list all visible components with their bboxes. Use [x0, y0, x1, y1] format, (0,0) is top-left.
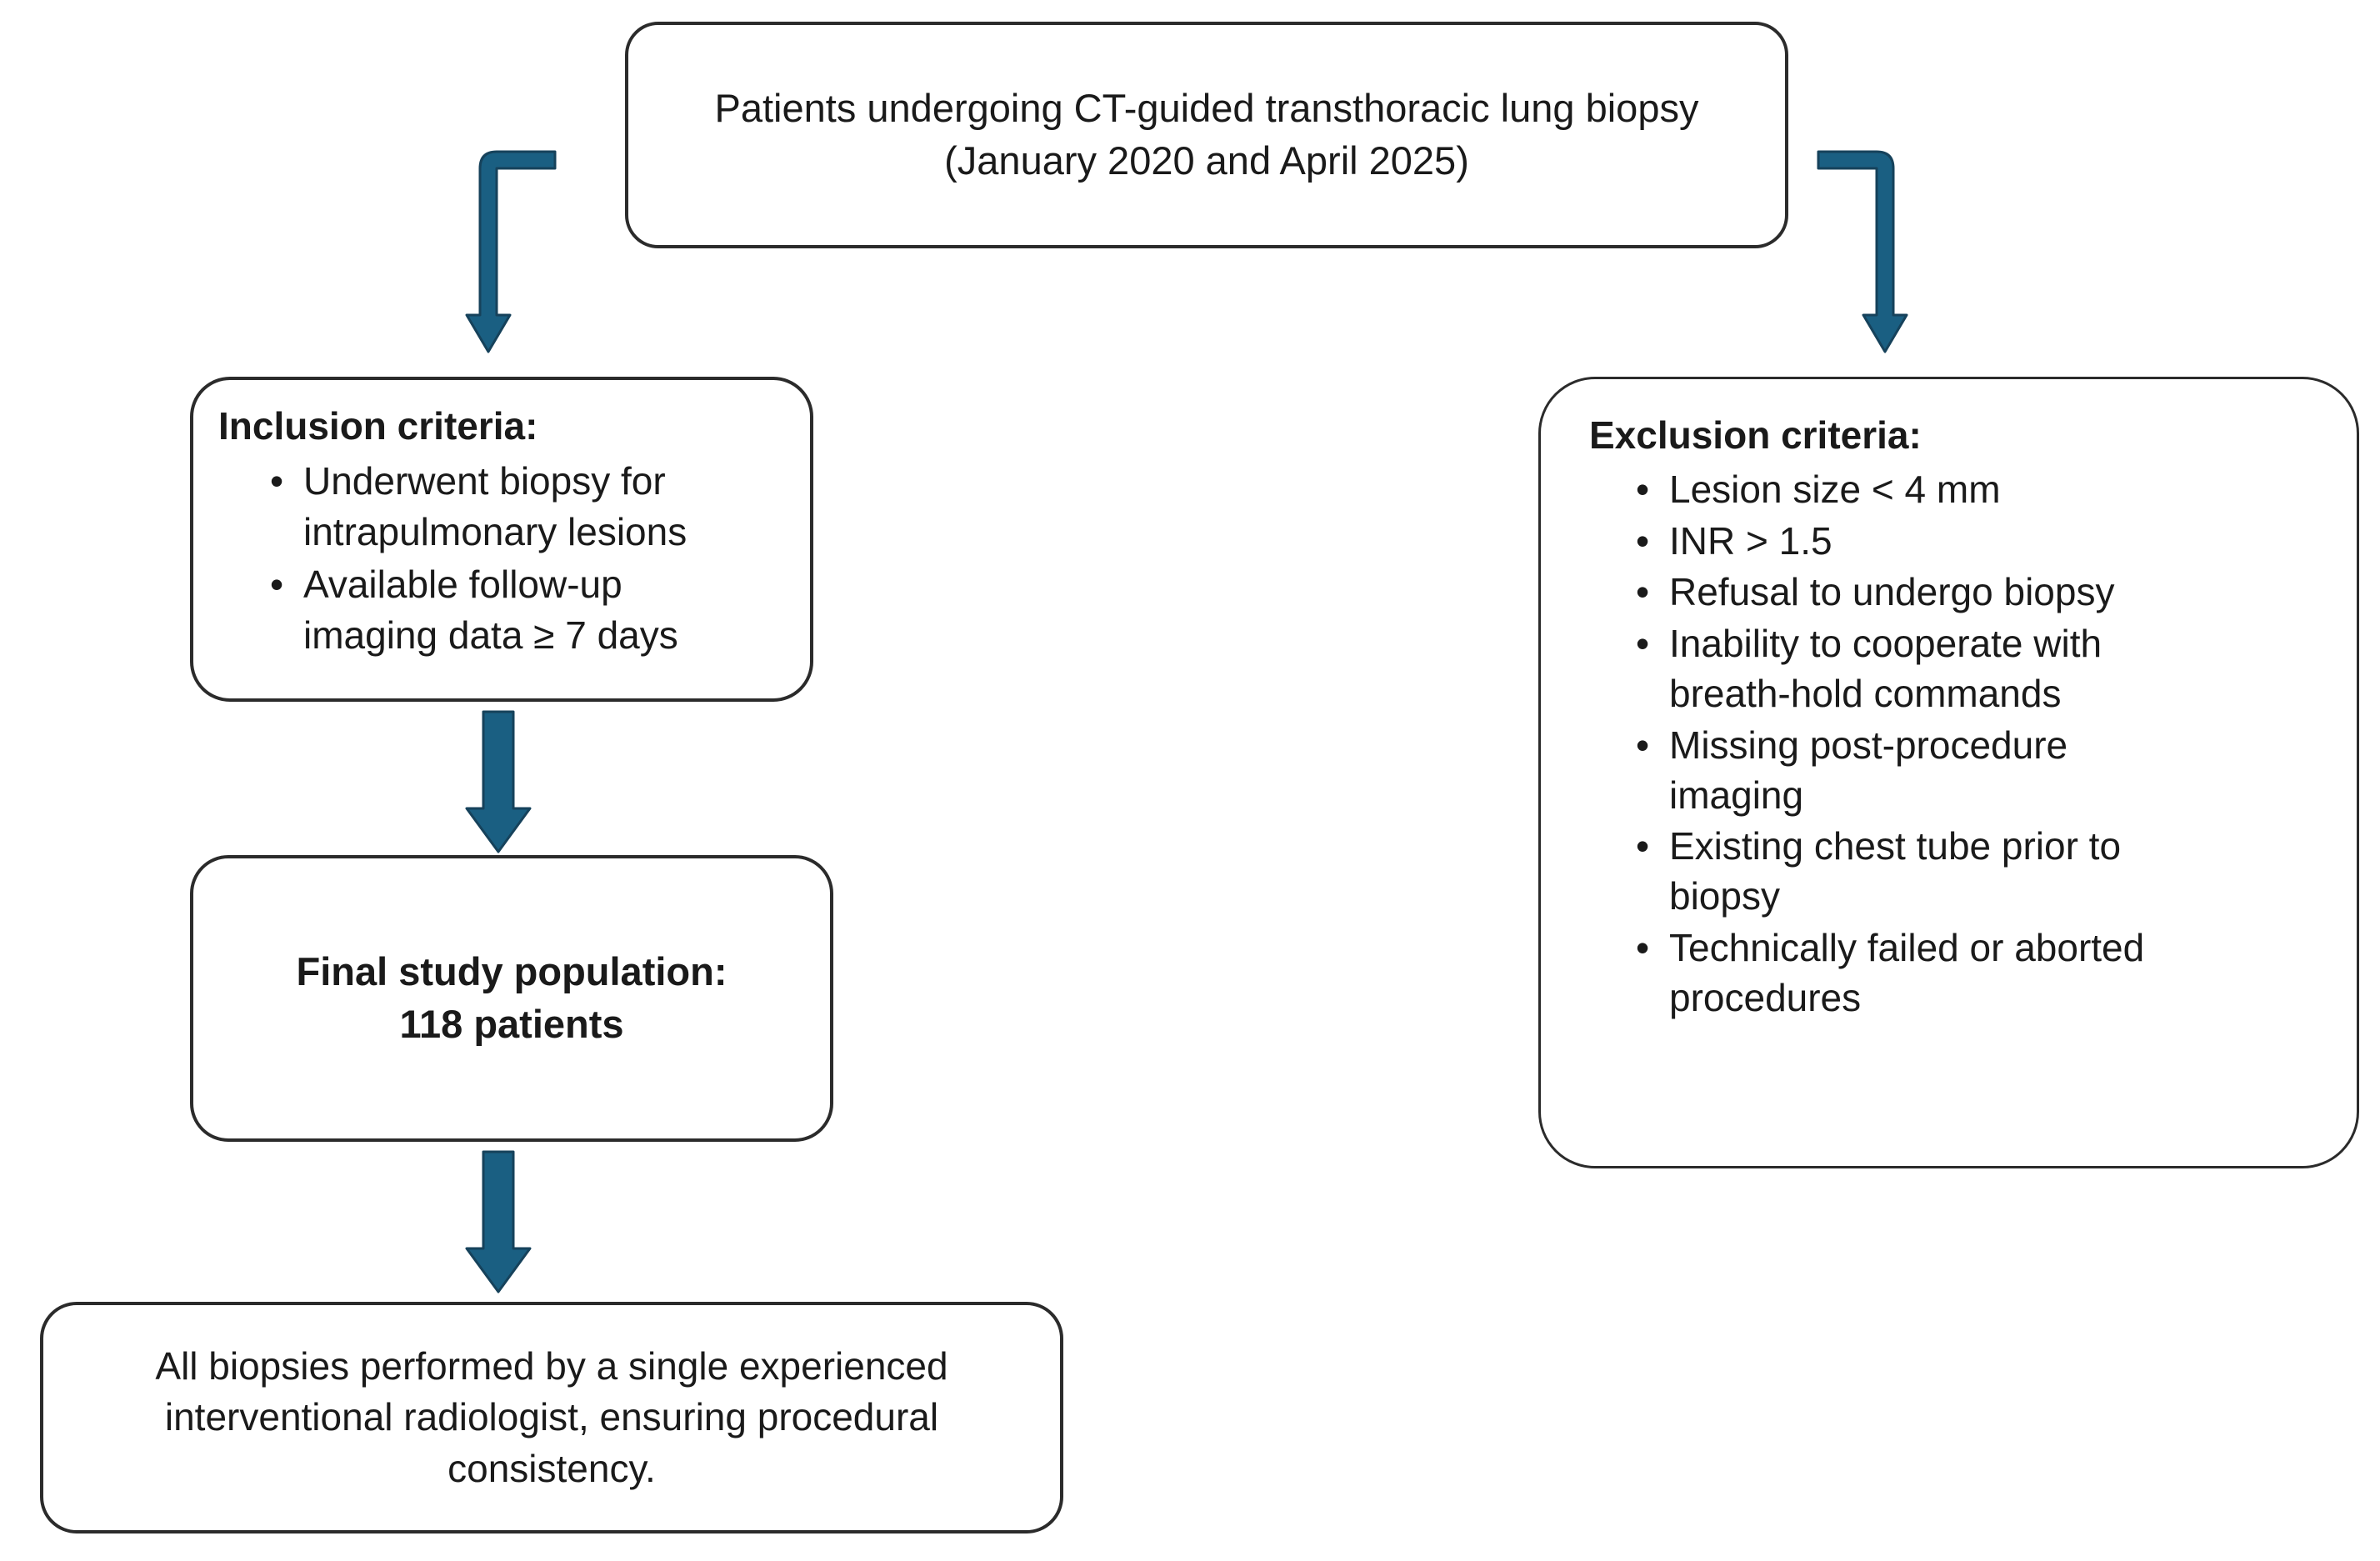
arrow-final-to-note [465, 1150, 565, 1300]
final-population-line-1: Final study population: [296, 949, 728, 994]
bullet-dot-icon: • [1636, 570, 1650, 614]
list-item: • Lesion size < 4 mm [1636, 465, 2335, 515]
arrow-source-to-exclusion [1817, 142, 2002, 383]
exclusion-criteria-heading: Exclusion criteria: [1589, 413, 1922, 457]
final-study-population-box[interactable]: Final study population: 118 patients [190, 855, 833, 1142]
inclusion-criteria-list: • Underwent biopsy for intrapulmonary le… [218, 456, 785, 663]
bullet-dot-icon: • [270, 563, 284, 607]
source-population-line-2: (January 2020 and April 2025) [944, 138, 1469, 183]
bullet-dot-icon: • [270, 458, 284, 503]
list-item-text: Existing chest tube prior to biopsy [1669, 824, 2122, 918]
list-item: • Existing chest tube prior to biopsy [1636, 822, 2335, 922]
inclusion-criteria-heading: Inclusion criteria: [218, 404, 538, 448]
list-item-text: Inability to cooperate with breath-hold … [1669, 622, 2102, 716]
note-line-3: consistency. [448, 1446, 656, 1490]
bullet-dot-icon: • [1636, 926, 1650, 970]
list-item-text: Available follow-up imaging data ≥ 7 day… [303, 563, 678, 658]
source-population-line-1: Patients undergoing CT-guided transthora… [714, 86, 1699, 131]
list-item: • Refusal to undergo biopsy [1636, 568, 2335, 618]
list-item: • Underwent biopsy for intrapulmonary le… [270, 456, 785, 558]
list-item-text: Missing post-procedure imaging [1669, 723, 2068, 817]
bullet-dot-icon: • [1636, 467, 1650, 511]
final-population-line-2: 118 patients [399, 1002, 624, 1046]
source-population-box[interactable]: Patients undergoing CT-guided transthora… [625, 22, 1788, 248]
inclusion-criteria-box[interactable]: Inclusion criteria: • Underwent biopsy f… [190, 377, 813, 702]
list-item-text: Refusal to undergo biopsy [1669, 570, 2115, 614]
bullet-dot-icon: • [1636, 622, 1650, 666]
list-item: • Missing post-procedure imaging [1636, 721, 2335, 821]
list-item-text: INR > 1.5 [1669, 518, 1832, 563]
note-line-1: All biopsies performed by a single exper… [155, 1343, 948, 1388]
arrow-source-to-inclusion [465, 142, 650, 383]
procedural-consistency-note-box[interactable]: All biopsies performed by a single exper… [40, 1302, 1063, 1533]
bullet-dot-icon: • [1636, 723, 1650, 767]
arrow-inclusion-to-final [465, 710, 565, 860]
exclusion-criteria-list: • Lesion size < 4 mm • INR > 1.5 • Refus… [1589, 465, 2335, 1025]
list-item: • Inability to cooperate with breath-hol… [1636, 619, 2335, 719]
list-item: • Technically failed or aborted procedur… [1636, 923, 2335, 1023]
exclusion-criteria-box[interactable]: Exclusion criteria: • Lesion size < 4 mm… [1538, 377, 2359, 1168]
list-item-text: Underwent biopsy for intrapulmonary lesi… [303, 458, 688, 554]
list-item: • INR > 1.5 [1636, 517, 2335, 567]
bullet-dot-icon: • [1636, 824, 1650, 868]
list-item-text: Technically failed or aborted procedures [1669, 926, 2145, 1019]
list-item: • Available follow-up imaging data ≥ 7 d… [270, 559, 785, 661]
bullet-dot-icon: • [1636, 518, 1650, 563]
note-line-2: interventional radiologist, ensuring pro… [164, 1395, 939, 1439]
list-item-text: Lesion size < 4 mm [1669, 467, 2001, 511]
